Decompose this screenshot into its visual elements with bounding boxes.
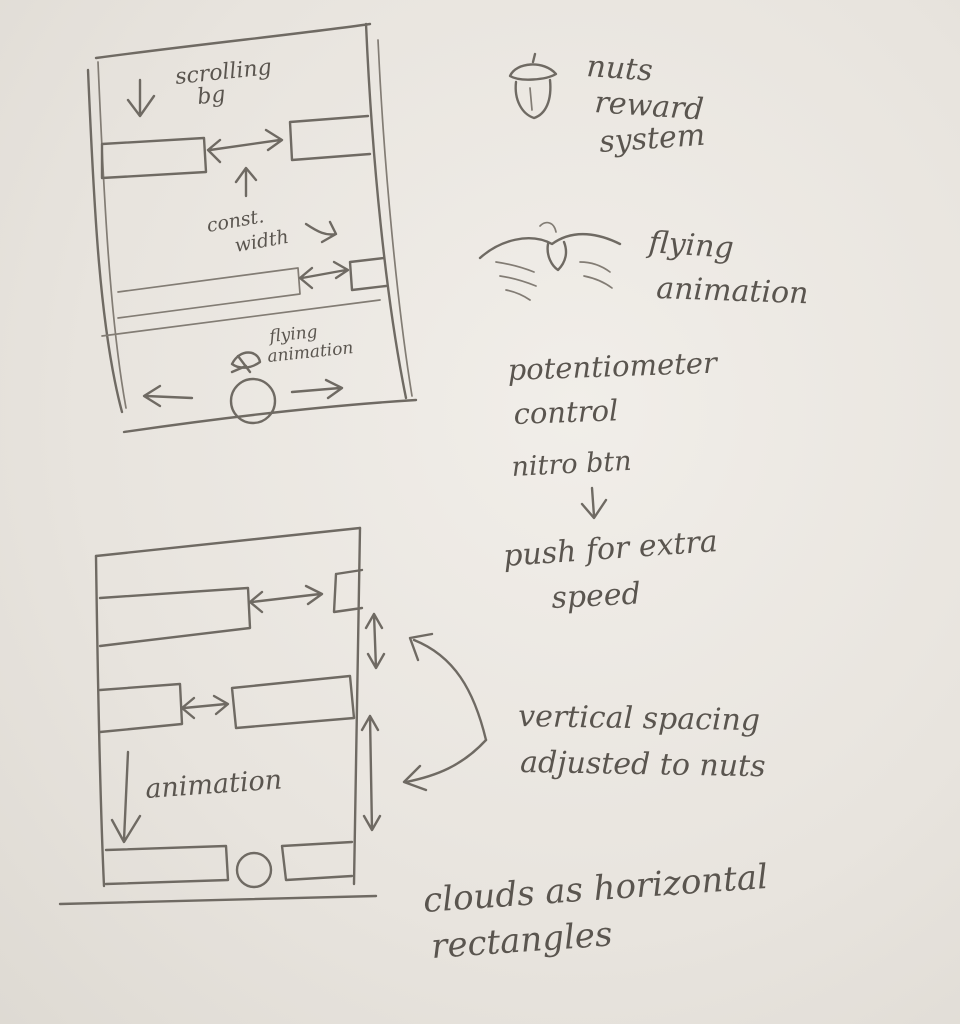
cloud-rect xyxy=(117,267,301,319)
acorn-icon xyxy=(508,52,558,120)
cloud-rect xyxy=(288,114,372,162)
cloud-rect xyxy=(280,840,354,882)
double-arrow xyxy=(206,128,284,164)
cloud-rect xyxy=(100,136,208,180)
bottom-frame-left xyxy=(94,554,106,888)
top-frame-right xyxy=(364,22,408,400)
double-arrow xyxy=(248,584,324,614)
cloud-rect xyxy=(98,586,252,648)
pointer-arrow xyxy=(402,738,488,792)
label-vertical-spacing: vertical spacing xyxy=(518,699,760,738)
top-screen-sketch xyxy=(86,22,418,434)
cloud-rect xyxy=(98,682,184,734)
label-reward: reward xyxy=(593,85,704,128)
vertical-double-arrow xyxy=(360,714,382,832)
label-nitro-btn: nitro btn xyxy=(511,446,633,483)
bottom-screen-sketch xyxy=(58,526,488,906)
bird-icon xyxy=(478,221,622,301)
vertical-double-arrow xyxy=(364,612,386,670)
curved-arrow xyxy=(304,220,338,244)
label-clouds-as-horizontal: clouds as horizontal xyxy=(422,857,769,921)
cloud-rect xyxy=(348,256,388,292)
label-control: control xyxy=(513,393,619,431)
label-animation-bottom: animation xyxy=(144,765,283,805)
up-arrow xyxy=(234,166,258,198)
label-bg: bg xyxy=(196,82,227,110)
cloud-rect xyxy=(230,674,356,730)
down-arrow xyxy=(580,486,608,520)
bottom-frame-right xyxy=(352,526,362,886)
label-adjusted-to-nuts: adjusted to nuts xyxy=(520,745,766,784)
down-arrow xyxy=(110,750,142,844)
left-arrow xyxy=(142,384,194,408)
label-speed: speed xyxy=(551,576,642,616)
label-push-for-extra: push for extra xyxy=(502,524,719,574)
ball-icon xyxy=(235,851,273,889)
label-animation: animation xyxy=(656,271,809,311)
cloud-rect xyxy=(332,568,364,614)
double-arrow xyxy=(298,260,350,290)
top-frame-bottom xyxy=(122,398,418,434)
top-frame-top xyxy=(94,22,372,60)
down-arrow xyxy=(126,78,156,118)
bird-icon xyxy=(230,351,262,374)
bottom-frame-top xyxy=(94,526,362,558)
top-frame-left xyxy=(86,68,124,414)
cloud-rect xyxy=(104,844,230,886)
label-system: system xyxy=(598,118,706,160)
label-rectangles: rectangles xyxy=(430,914,614,967)
double-arrow xyxy=(180,694,230,720)
right-arrow xyxy=(290,378,344,400)
bottom-frame-bottom xyxy=(58,894,378,906)
label-nuts: nuts xyxy=(585,49,653,89)
ball-icon xyxy=(229,377,277,425)
label-potentiometer: potentiometer xyxy=(507,346,719,387)
label-flying: flying xyxy=(645,225,734,266)
pointer-arrow xyxy=(408,632,488,742)
